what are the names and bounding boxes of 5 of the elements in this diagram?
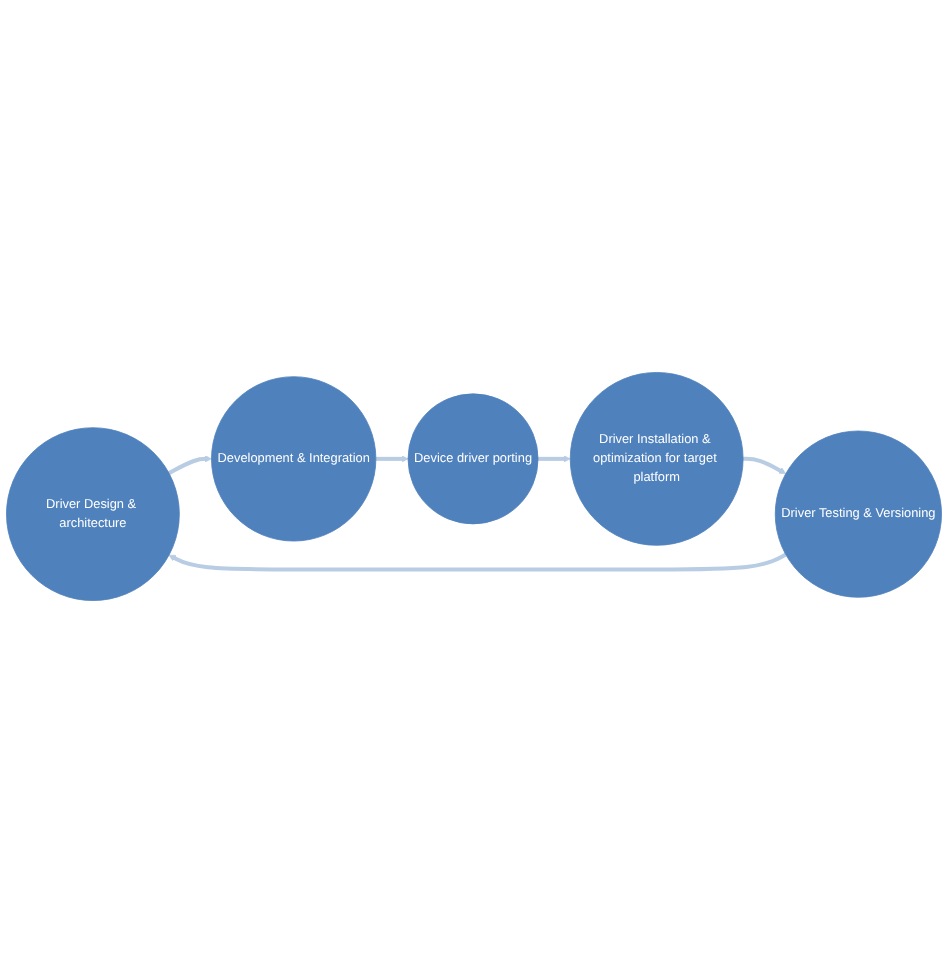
- arrow: [743, 457, 787, 475]
- arrow: [168, 455, 212, 476]
- arrow: [538, 455, 571, 463]
- arrow: [168, 553, 787, 572]
- arrow: [375, 455, 409, 463]
